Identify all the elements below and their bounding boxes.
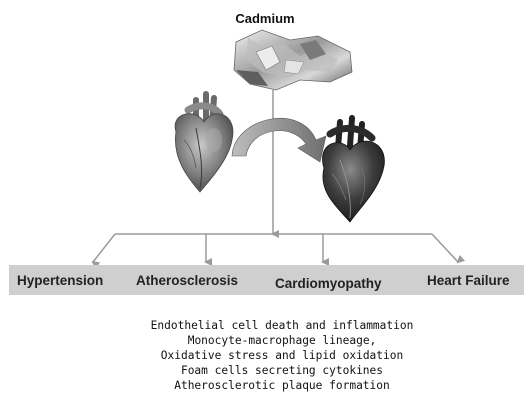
mechanism-line: Monocyte-macrophage lineage, <box>52 334 512 349</box>
branch-connectors <box>93 234 458 262</box>
transition-arrow <box>232 118 326 162</box>
outcome-cardiomyopathy: Cardiomyopathy <box>275 276 382 291</box>
healthy-heart-image <box>175 94 233 192</box>
diagram-title: Cadmium <box>0 11 530 26</box>
mechanism-line: Foam cells secreting cytokines <box>52 364 512 379</box>
mechanisms-list: Endothelial cell death and inflammation … <box>52 319 512 394</box>
outcome-atherosclerosis: Atherosclerosis <box>136 273 238 288</box>
mechanism-line: Oxidative stress and lipid oxidation <box>52 349 512 364</box>
outcome-hypertension: Hypertension <box>17 273 103 288</box>
cadmium-metal-image <box>234 30 352 90</box>
outcome-heart-failure: Heart Failure <box>427 273 510 288</box>
diseased-heart-image <box>322 118 384 222</box>
mechanism-line: Atherosclerotic plaque formation <box>52 379 512 394</box>
mechanism-line: Endothelial cell death and inflammation <box>52 319 512 334</box>
